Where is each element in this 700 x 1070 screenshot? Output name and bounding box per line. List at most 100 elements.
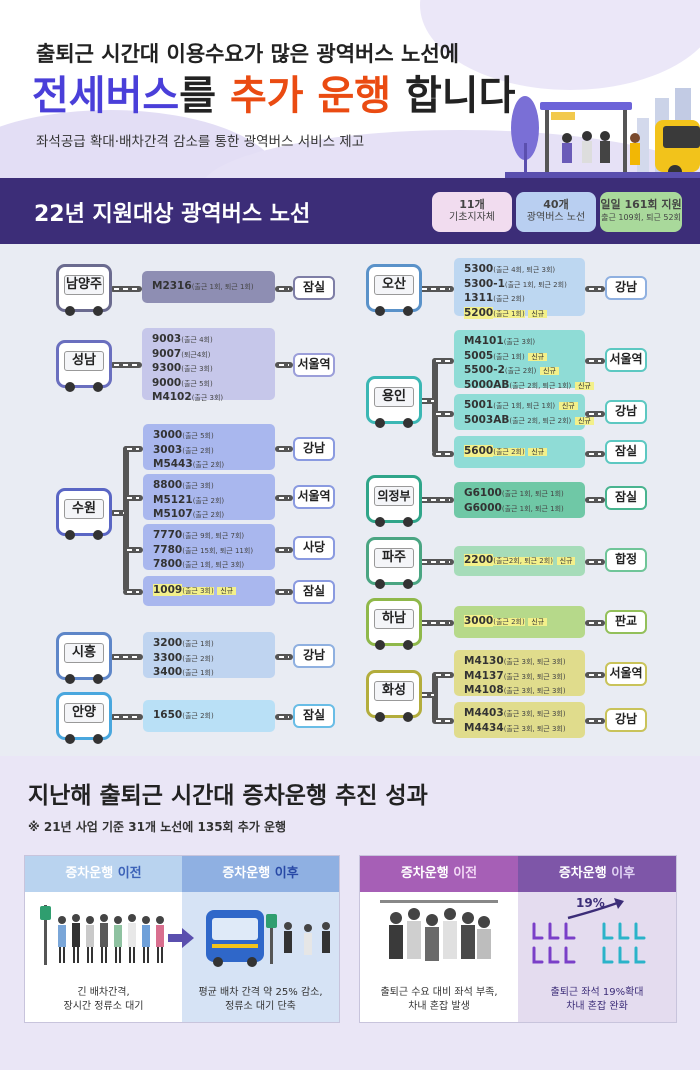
route-box: 1650(출근 2회) [143, 700, 275, 732]
card-header-after: 증차운행 이후 [518, 856, 676, 892]
caption-line: 장시간 정류소 대기 [63, 1001, 144, 1012]
route-number: 3000 [153, 429, 183, 441]
route-line: 5300-1(출근 1회, 퇴근 2회) [464, 278, 575, 293]
route-trips: (출근 5회) [182, 432, 214, 440]
route-trips: (출근 1회) [182, 669, 214, 677]
wheel [65, 530, 75, 540]
route-number: 9007 [152, 347, 182, 360]
city-label: 용인 [374, 387, 414, 407]
route-number: M5107 [153, 508, 193, 520]
road [110, 714, 143, 720]
route-box: 2200(출근2회, 퇴근 2회) 신규 [454, 546, 585, 576]
route-number: M4130 [464, 655, 504, 667]
road [275, 495, 293, 501]
road [275, 362, 293, 368]
badge-label: 광역버스 노선 [526, 212, 586, 223]
route-line: 1311(출근 2회) [464, 292, 575, 307]
route-box: 1009(출근 3회) 신규 [143, 576, 275, 606]
dest-gangnam: 강남 [605, 708, 647, 732]
dest-hapjeong: 합정 [605, 548, 647, 572]
queue-illustration [40, 905, 164, 965]
card-after-bg [518, 892, 676, 1022]
road [432, 451, 454, 457]
header-line1: 출퇴근 시간대 이용수요가 많은 광역버스 노선에 [36, 42, 459, 66]
new-badge: 신규 [528, 352, 548, 361]
road [275, 714, 293, 720]
route-number: 7780 [153, 543, 183, 556]
city-uijeongbu: 의정부 [366, 475, 422, 527]
card-header-after: 증차운행 이후 [182, 856, 339, 892]
new-badge: 신규 [540, 367, 559, 375]
road [432, 411, 454, 417]
card-caption: 출퇴근 수요 대비 좌석 부족,차내 혼잡 발생 [360, 986, 518, 1014]
road [123, 446, 129, 592]
road [585, 672, 605, 678]
city-hwaseong: 화성 [366, 670, 422, 722]
road [110, 362, 142, 368]
route-trips: (출근 15회, 퇴근 11회) [182, 546, 254, 555]
card-header-text: 증차운행 [558, 866, 607, 881]
new-badge: 신규 [528, 618, 548, 626]
new-badge: 신규 [556, 557, 576, 565]
city-paju: 파주 [366, 537, 422, 589]
wheel [93, 674, 103, 684]
road [275, 654, 293, 660]
route-trips: (출근 3회) [503, 338, 536, 346]
headline-part: 를 [179, 73, 230, 119]
route-trips: (출근 2회, 퇴근 2회) [509, 416, 572, 425]
badge-value: 40개 [543, 198, 569, 211]
route-number: 3003 [153, 443, 183, 456]
road [418, 692, 438, 698]
route-line: M4130(출근 3회, 퇴근 3회) [464, 655, 575, 670]
route-number: 5300-1 [464, 277, 505, 290]
route-line: 8800(출근 3회) [153, 479, 265, 494]
dest-seoul-station: 서울역 [293, 485, 335, 509]
route-number: 5005 [464, 349, 494, 362]
road [418, 559, 454, 565]
road [110, 286, 142, 292]
city-osan: 오산 [366, 264, 422, 316]
route-box: 8800(출근 3회) M5121(출근 2회) M5107(출근 2회) [143, 474, 275, 520]
route-number: 8800 [153, 479, 183, 491]
route-box: G6100(출근 1회, 퇴근 1회) G6000(출근 1회, 퇴근 1회) [454, 482, 585, 518]
header-subtitle: 좌석공급 확대·배차간격 감소를 통한 광역버스 서비스 제고 [36, 134, 365, 150]
header [0, 0, 700, 178]
wheel [403, 579, 413, 589]
route-trips: (출근 5회) [181, 379, 213, 388]
road [123, 589, 143, 595]
caption-line: 정류소 대기 단축 [225, 1001, 296, 1012]
route-line: M4102(출근 3회) [152, 391, 265, 406]
route-trips: (출근 1회) [493, 309, 525, 318]
route-line: 5005(출근 1회) 신규 [464, 350, 575, 365]
route-line: G6000(출근 1회, 퇴근 1회) [464, 502, 575, 517]
caption-line: 차내 혼잡 발생 [408, 1001, 470, 1012]
route-trips: (출근 1회, 퇴근 1회) [501, 490, 564, 498]
wheel [65, 306, 75, 316]
route-box: M4130(출근 3회, 퇴근 3회) M4137(출근 3회, 퇴근 3회) … [454, 650, 585, 696]
city-seongnam: 성남 [56, 340, 112, 392]
route-number: 5300 [464, 263, 494, 275]
road [123, 547, 143, 553]
route-box: 5600(출근 2회) 신규 [454, 436, 585, 468]
route-trips: (출근 3회, 퇴근 3회) [503, 672, 566, 681]
wheel [375, 640, 385, 650]
dest-gangnam: 강남 [605, 400, 647, 424]
route-number: 1650 [153, 709, 183, 721]
route-line: 5300(출근 4회, 퇴근 3회) [464, 263, 575, 278]
dest-gangnam: 강남 [293, 437, 335, 461]
dest-jamsil: 잠실 [293, 276, 335, 300]
city-label: 남양주 [64, 275, 104, 295]
road [123, 495, 143, 501]
badge-value: 일일 161회 지원 [600, 198, 682, 211]
road [110, 654, 143, 660]
bus-stop-illustration [505, 88, 700, 180]
wheel [375, 418, 385, 428]
city-label: 안양 [64, 703, 104, 723]
route-line: 3300(출근 2회) [153, 652, 265, 667]
route-box: 3200(출근 1회) 3300(출근 2회) 3400(출근 1회) [143, 632, 275, 678]
road [585, 358, 605, 364]
badge-label: 출근 109회, 퇴근 52회 [601, 213, 681, 222]
route-number: M5443 [153, 458, 193, 470]
card-header-accent: 이후 [611, 866, 636, 881]
city-label: 시흥 [64, 643, 104, 663]
